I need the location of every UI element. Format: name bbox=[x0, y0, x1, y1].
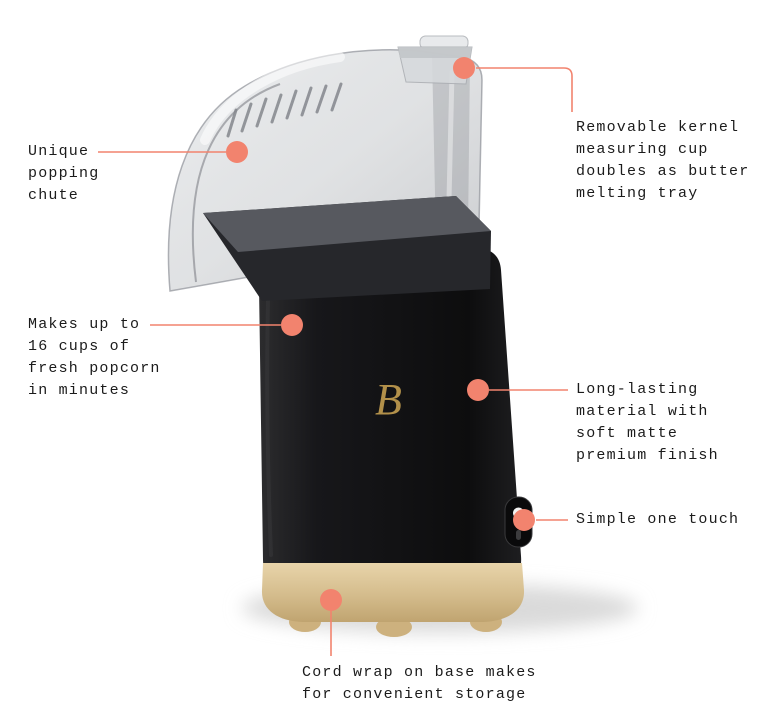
dome-highlight bbox=[200, 52, 345, 145]
callout-dots bbox=[226, 57, 535, 611]
callout-dot-measuring-cup bbox=[453, 57, 475, 79]
callout-dot-popping-chute bbox=[226, 141, 248, 163]
callout-label-popping-chute: Unique popping chute bbox=[28, 143, 100, 204]
gold-base bbox=[261, 563, 525, 637]
callout-lines bbox=[98, 67, 573, 656]
callout-label-one-touch: Simple one touch bbox=[576, 511, 740, 528]
callout-line-measuring-cup bbox=[476, 67, 573, 112]
callout-label-material: Long-lasting material with soft matte pr… bbox=[576, 381, 719, 464]
callout-label-cord-wrap: Cord wrap on base makes for convenient s… bbox=[302, 664, 537, 703]
brand-logo: B bbox=[375, 375, 402, 424]
callout-dot-material bbox=[467, 379, 489, 401]
vent-slits bbox=[226, 82, 343, 138]
dome-inner-edge bbox=[191, 83, 281, 283]
callout-label-capacity: Makes up to 16 cups of fresh popcorn in … bbox=[28, 316, 161, 399]
machine-body bbox=[258, 246, 522, 596]
callout-dot-one-touch bbox=[513, 509, 535, 531]
dome-highlight bbox=[446, 69, 455, 203]
chute-tray bbox=[203, 196, 491, 301]
callout-dot-capacity bbox=[281, 314, 303, 336]
callout-dot-cord-wrap bbox=[320, 589, 342, 611]
callout-label-measuring-cup: Removable kernel measuring cup doubles a… bbox=[576, 119, 750, 202]
dome-inner-shaft bbox=[432, 55, 470, 240]
kernel-measuring-cup bbox=[397, 35, 473, 85]
